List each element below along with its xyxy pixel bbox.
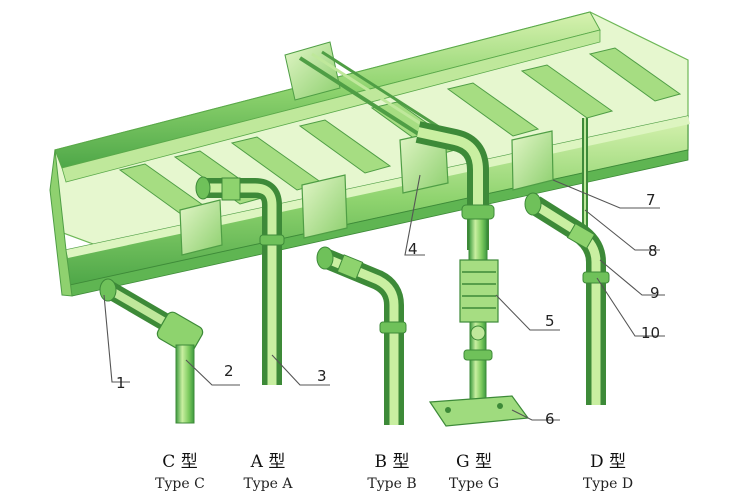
- type-d-en: Type D: [583, 476, 633, 492]
- type-b-en: Type B: [367, 476, 416, 492]
- hanger-type-d: [524, 118, 610, 405]
- hanger-type-b: [316, 246, 407, 425]
- callout-4: 4: [408, 240, 418, 258]
- callout-5: 5: [545, 312, 555, 330]
- callout-2: 2: [224, 362, 234, 380]
- plate-d: [511, 130, 554, 191]
- callout-10: 10: [641, 324, 660, 342]
- callout-1: 1: [116, 374, 126, 392]
- type-c-zh: C 型: [162, 452, 197, 472]
- callout-7: 7: [646, 191, 656, 209]
- callout-numbers: 1 2 3 4 5 6 7 8 9 10: [116, 191, 660, 428]
- type-d-zh: D 型: [590, 452, 626, 472]
- plate-c: [179, 199, 223, 256]
- callout-3: 3: [317, 367, 327, 385]
- spring-box: [459, 259, 499, 323]
- type-captions: C 型 Type C A 型 Type A B 型 Type B G 型 Typ…: [155, 452, 633, 492]
- type-a-en: Type A: [243, 476, 293, 492]
- callout-8: 8: [648, 242, 658, 260]
- callout-6: 6: [545, 410, 555, 428]
- callout-9: 9: [650, 284, 660, 302]
- type-g-zh: G 型: [456, 452, 492, 472]
- type-c-en: Type C: [155, 476, 205, 492]
- plate-b: [301, 174, 348, 239]
- hanger-type-c: [99, 278, 204, 424]
- type-g-en: Type G: [449, 476, 499, 492]
- type-b-zh: B 型: [375, 452, 410, 472]
- top-bracket: [284, 41, 443, 137]
- hanger-type-g: [415, 121, 530, 427]
- type-a-zh: A 型: [250, 452, 286, 472]
- callout-leaders: [103, 174, 665, 421]
- hanger-type-a: [195, 176, 285, 385]
